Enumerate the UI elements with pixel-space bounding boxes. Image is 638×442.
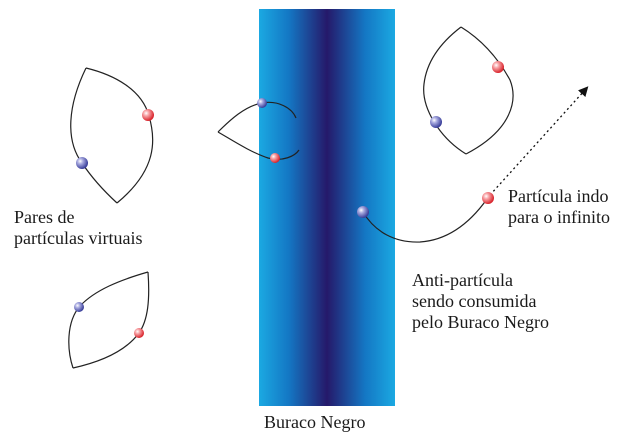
- label-antiparticle: Anti-partícula sendo consumida pelo Bura…: [412, 270, 549, 333]
- virtual-pair-lower-left: [68, 271, 150, 369]
- black-hole-band: [259, 9, 395, 406]
- pair-loop-upper-left-right-arc: [85, 67, 154, 204]
- particle-escaping: [482, 192, 494, 204]
- label-antiparticle-line3: pelo Buraco Negro: [412, 312, 549, 332]
- label-virtual-pairs-line1: Pares de: [14, 207, 75, 227]
- pair-loop-upper-left: [70, 67, 118, 204]
- label-antiparticle-line2: sendo consumida: [412, 291, 537, 311]
- pair-separation-curve: [362, 198, 488, 243]
- particle-red-upper-left: [142, 109, 154, 121]
- antiparticle-blue-horizon: [257, 98, 267, 108]
- label-virtual-pairs: Pares de partículas virtuais: [14, 207, 142, 249]
- antiparticle-blue-lower-left: [74, 302, 84, 312]
- virtual-pair-upper-right: [423, 26, 514, 155]
- escape-trajectory-arrow: [489, 86, 589, 196]
- antiparticle-consumed: [357, 206, 369, 218]
- antiparticle-blue-upper-left: [76, 157, 88, 169]
- label-escaping-particle: Partícula indo para o infinito: [508, 186, 610, 228]
- particle-red-upper-right: [492, 61, 504, 73]
- label-escaping-particle-line1: Partícula indo: [508, 186, 609, 206]
- particle-red-horizon: [270, 153, 280, 163]
- label-virtual-pairs-line2: partículas virtuais: [14, 228, 143, 248]
- label-escaping-particle-line2: para o infinito: [508, 207, 610, 227]
- virtual-pair-upper-left: [70, 67, 154, 204]
- label-antiparticle-line1: Anti-partícula: [412, 270, 513, 290]
- antiparticle-blue-upper-right: [430, 116, 442, 128]
- particle-red-lower-left: [134, 328, 144, 338]
- label-black-hole: Buraco Negro: [264, 412, 366, 432]
